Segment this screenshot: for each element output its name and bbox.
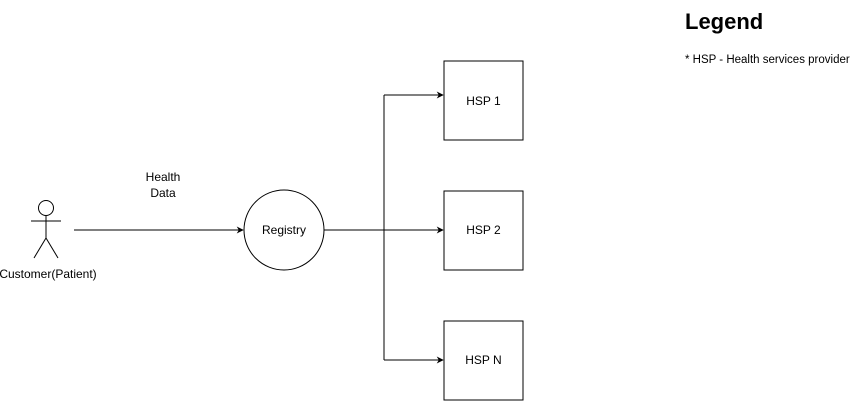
hsp-n-box[interactable]: [443, 320, 524, 401]
hsp-2-label: HSP 2: [466, 223, 501, 237]
hsp-n-label: HSP N: [465, 353, 501, 367]
hsp-1-box[interactable]: [443, 60, 524, 141]
health-data-label-line-1: Health: [146, 170, 181, 184]
legend-title: Legend: [685, 9, 763, 34]
health-data-label-line-2: Data: [150, 186, 176, 200]
registry-to-providers-connectors[interactable]: [324, 91, 444, 364]
hsp-2-box[interactable]: [443, 190, 524, 271]
actor-stick-figure[interactable]: [31, 200, 61, 259]
actor-left-leg: [33, 237, 47, 259]
hsp-1-label: HSP 1: [466, 94, 501, 108]
registry-label: Registry: [262, 223, 306, 237]
actor-right-leg: [45, 237, 59, 259]
actor-head: [38, 200, 54, 216]
legend-note: * HSP - Health services provider: [685, 54, 850, 66]
actor-label: Customer(Patient): [0, 267, 97, 281]
